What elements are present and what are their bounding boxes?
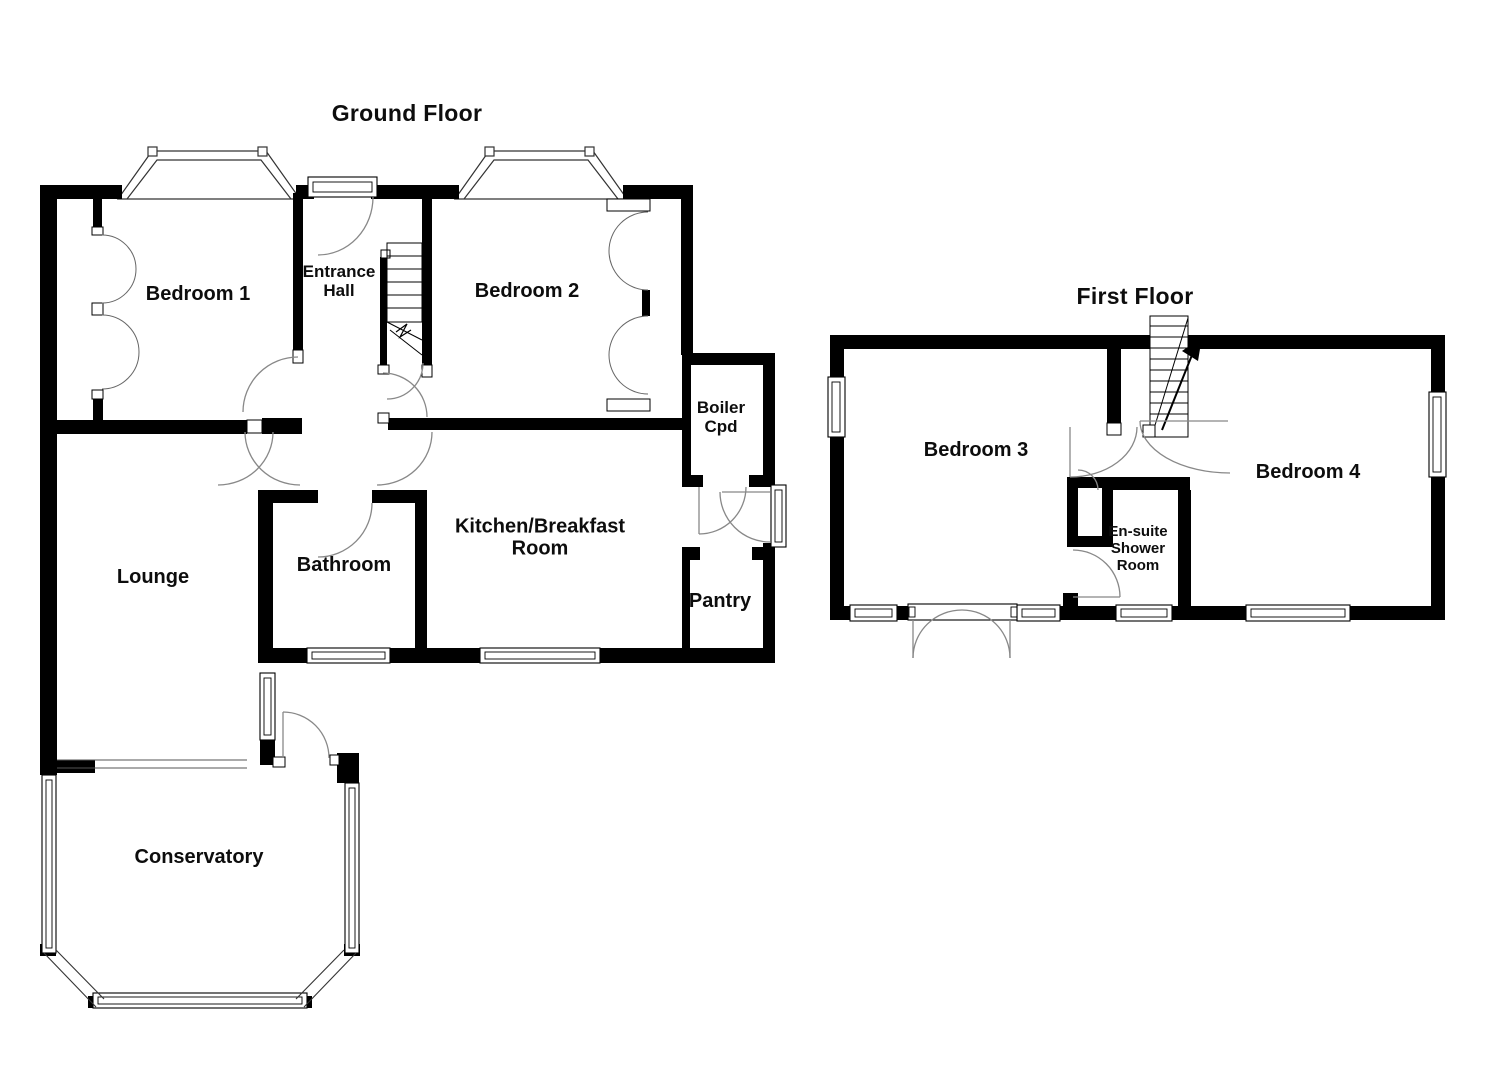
room-label-bedroom-3: Bedroom 3 xyxy=(923,438,1029,461)
ground-floor-walls xyxy=(40,185,775,1008)
first-floor-doors xyxy=(912,420,1231,659)
ground-floor-plan xyxy=(40,146,787,1009)
room-label-ensuite-shower-room: En-suite Shower Room xyxy=(1108,522,1168,574)
room-label-boiler-cupboard: Boiler Cpd xyxy=(696,397,746,436)
wardrobe-arcs xyxy=(101,211,649,395)
room-label-entrance-hall: Entrance Hall xyxy=(302,261,376,300)
first-floor-windows xyxy=(827,376,1447,622)
room-label-kitchen-breakfast: Kitchen/Breakfast Room xyxy=(454,515,626,560)
bay-window-bedroom2 xyxy=(453,146,629,200)
conservatory-diagonal-windows xyxy=(43,949,357,1008)
room-label-lounge: Lounge xyxy=(116,565,190,588)
room-label-bedroom-1: Bedroom 1 xyxy=(145,282,251,305)
room-label-conservatory: Conservatory xyxy=(134,845,264,868)
first-floor-stairs xyxy=(1142,315,1202,438)
shower-cubicle xyxy=(1078,488,1102,536)
first-floor-walls xyxy=(830,335,1445,620)
room-label-bedroom-2: Bedroom 2 xyxy=(474,279,580,302)
first-floor-title: First Floor xyxy=(1076,283,1194,310)
room-label-bathroom: Bathroom xyxy=(296,553,392,576)
ground-floor-title: Ground Floor xyxy=(331,100,483,127)
room-label-pantry: Pantry xyxy=(688,589,752,612)
room-label-bedroom-4: Bedroom 4 xyxy=(1255,460,1361,483)
ground-floor-sills xyxy=(91,198,651,768)
ground-floor-doors xyxy=(217,196,771,759)
first-floor-plan xyxy=(827,315,1447,659)
stairs-up-arrow xyxy=(1182,337,1202,361)
ground-floor-windows xyxy=(41,176,787,1009)
bedroom3-wall-sill xyxy=(1106,422,1122,436)
bay-window-bedroom1 xyxy=(116,146,302,200)
conservatory-opening-lines xyxy=(57,759,247,769)
ground-floor-stairs xyxy=(386,242,423,356)
